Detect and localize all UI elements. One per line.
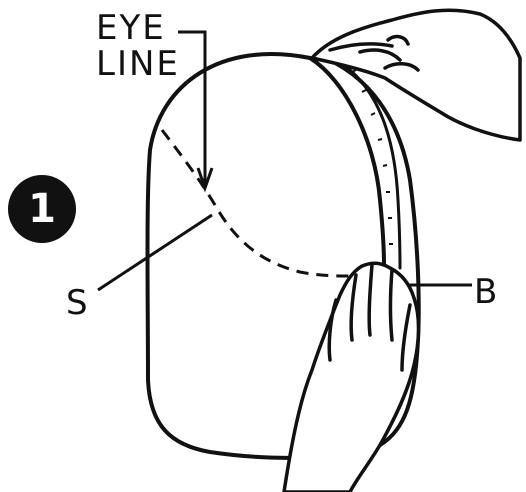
- s-pointer: [97, 213, 213, 292]
- eye-line-pointer: [178, 30, 214, 193]
- seam-band-inner: [308, 56, 386, 267]
- bottom-hand: [282, 261, 421, 492]
- stitch-marks: [351, 69, 393, 245]
- eye-line-label: EYE LINE: [96, 10, 186, 82]
- seam-band-middle: [338, 60, 402, 270]
- eye-line-dashed: [160, 129, 386, 278]
- eye-line-label-1: EYE: [96, 8, 166, 48]
- s-label: S: [66, 283, 90, 323]
- b-label: B: [474, 272, 500, 312]
- step-number-badge: 1: [8, 175, 76, 243]
- form-outline: [145, 52, 322, 460]
- top-hand: [310, 8, 522, 142]
- eye-line-label-2: LINE: [96, 44, 180, 84]
- step-number: 1: [28, 186, 56, 232]
